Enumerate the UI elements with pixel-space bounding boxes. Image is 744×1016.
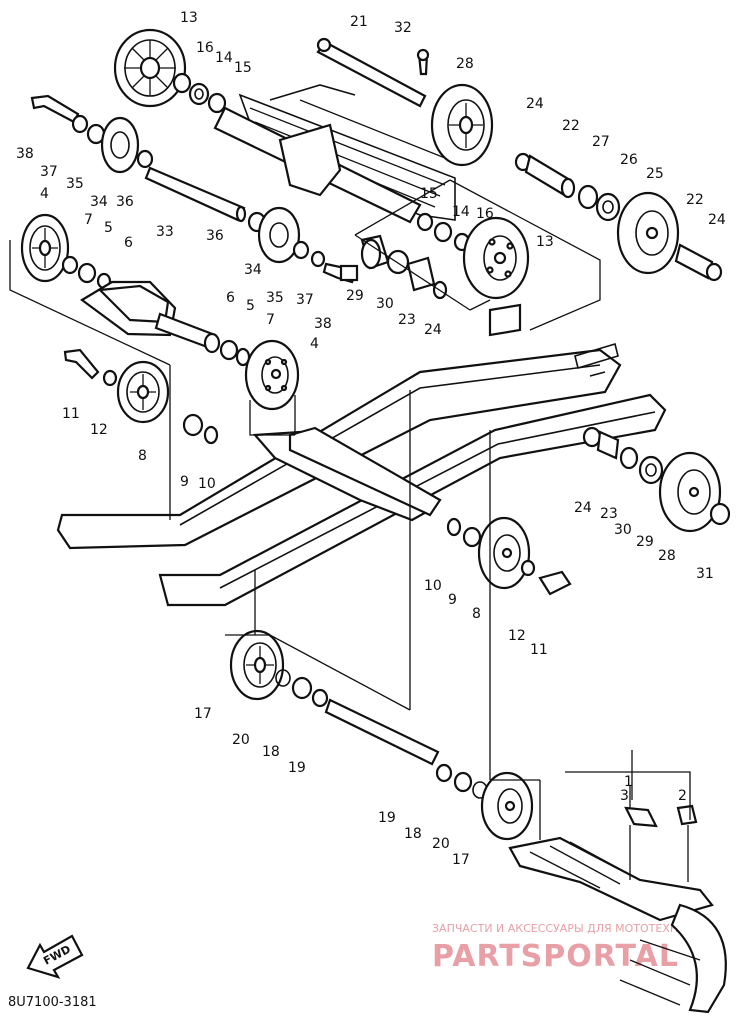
part-label: 20 — [432, 836, 450, 852]
shaft-21 — [316, 37, 430, 108]
part-label: 12 — [90, 422, 108, 438]
part-label: 4 — [40, 186, 49, 202]
part-label: 1 — [624, 774, 633, 790]
part-label: 15 — [234, 60, 252, 76]
part-label: 9 — [180, 474, 189, 490]
wheel-28-upper — [430, 83, 723, 282]
part-label: 20 — [232, 732, 250, 748]
part-label: 5 — [246, 298, 255, 314]
part-label: 34 — [90, 194, 108, 210]
bolt-group-38 — [30, 94, 154, 174]
part-label: 7 — [266, 312, 275, 328]
group-lines — [9, 179, 691, 882]
wheel-8-right — [446, 516, 572, 596]
part-label: 7 — [84, 212, 93, 228]
part-label: 24 — [708, 212, 726, 228]
part-label: 16 — [196, 40, 214, 56]
diagram-code: 8U7100-3181 — [8, 995, 97, 1010]
part-label: 8 — [138, 448, 147, 464]
upper-frame — [213, 84, 456, 224]
part-label: 37 — [296, 292, 314, 308]
watermark: ЗАПЧАСТИ И АКСЕССУАРЫ ДЛЯ МОТОТЕХНИКИ PA… — [432, 922, 702, 974]
part-label: 13 — [180, 10, 198, 26]
part-label: 6 — [124, 235, 133, 251]
part-label: 19 — [288, 760, 306, 776]
part-label: 12 — [508, 628, 526, 644]
part-label: 31 — [696, 566, 714, 582]
part-label: 38 — [16, 146, 34, 162]
part-label: 36 — [116, 194, 134, 210]
wheel-28-lower — [582, 426, 731, 533]
part-label: 25 — [646, 166, 664, 182]
part-label: 6 — [226, 290, 235, 306]
part-label: 11 — [530, 642, 548, 658]
watermark-line1: ЗАПЧАСТИ И АКСЕССУАРЫ ДЛЯ МОТОТЕХНИКИ — [432, 922, 702, 935]
part-label: 16 — [476, 206, 494, 222]
part-label: 23 — [398, 312, 416, 328]
part-label: 14 — [215, 50, 233, 66]
part-label: 8 — [472, 606, 481, 622]
wheel-4-upper — [20, 213, 112, 290]
part-label: 9 — [448, 592, 457, 608]
part-label: 33 — [156, 224, 174, 240]
middle-washers — [247, 206, 359, 284]
track — [508, 804, 727, 1014]
part-label: 10 — [424, 578, 442, 594]
part-label: 11 — [62, 406, 80, 422]
part-label: 32 — [394, 20, 412, 36]
part-label: 3 — [620, 788, 629, 804]
part-label: 34 — [244, 262, 262, 278]
watermark-line2: PARTSPORTAL — [432, 939, 679, 974]
part-label: 18 — [404, 826, 422, 842]
part-label: 29 — [636, 534, 654, 550]
part-label: 18 — [262, 744, 280, 760]
front-arm — [80, 280, 251, 367]
lower-axle — [229, 629, 534, 841]
part-label: 22 — [562, 118, 580, 134]
axle-33 — [144, 166, 247, 223]
part-label: 36 — [206, 228, 224, 244]
part-label: 29 — [346, 288, 364, 304]
part-label: 5 — [104, 220, 113, 236]
part-label: 19 — [378, 810, 396, 826]
part-label: 2 — [678, 788, 687, 804]
part-label: 24 — [574, 500, 592, 516]
part-label: 28 — [658, 548, 676, 564]
part-label: 35 — [266, 290, 284, 306]
part-label: 13 — [536, 234, 554, 250]
part-label: 17 — [194, 706, 212, 722]
part-label: 22 — [686, 192, 704, 208]
part-label: 27 — [592, 134, 610, 150]
wheel-13-upper-left — [113, 28, 227, 114]
part-label: 10 — [198, 476, 216, 492]
part-label: 30 — [376, 296, 394, 312]
part-label: 35 — [66, 176, 84, 192]
part-label: 26 — [620, 152, 638, 168]
part-label: 4 — [310, 336, 319, 352]
part-label: 24 — [526, 96, 544, 112]
part-label: 14 — [452, 204, 470, 220]
part-label: 23 — [600, 506, 618, 522]
part-label: 28 — [456, 56, 474, 72]
part-label: 38 — [314, 316, 332, 332]
part-label: 37 — [40, 164, 58, 180]
part-label: 15 — [420, 186, 438, 202]
slide-rails — [56, 303, 667, 607]
wheel-4-middle — [244, 339, 300, 411]
wheel-8-left — [63, 348, 219, 445]
part-label: 17 — [452, 852, 470, 868]
part-label: 30 — [614, 522, 632, 538]
forward-arrow: FWD — [26, 934, 84, 979]
part-label: 24 — [424, 322, 442, 338]
part-label: 21 — [350, 14, 368, 30]
wheel-13-mid — [416, 212, 530, 300]
